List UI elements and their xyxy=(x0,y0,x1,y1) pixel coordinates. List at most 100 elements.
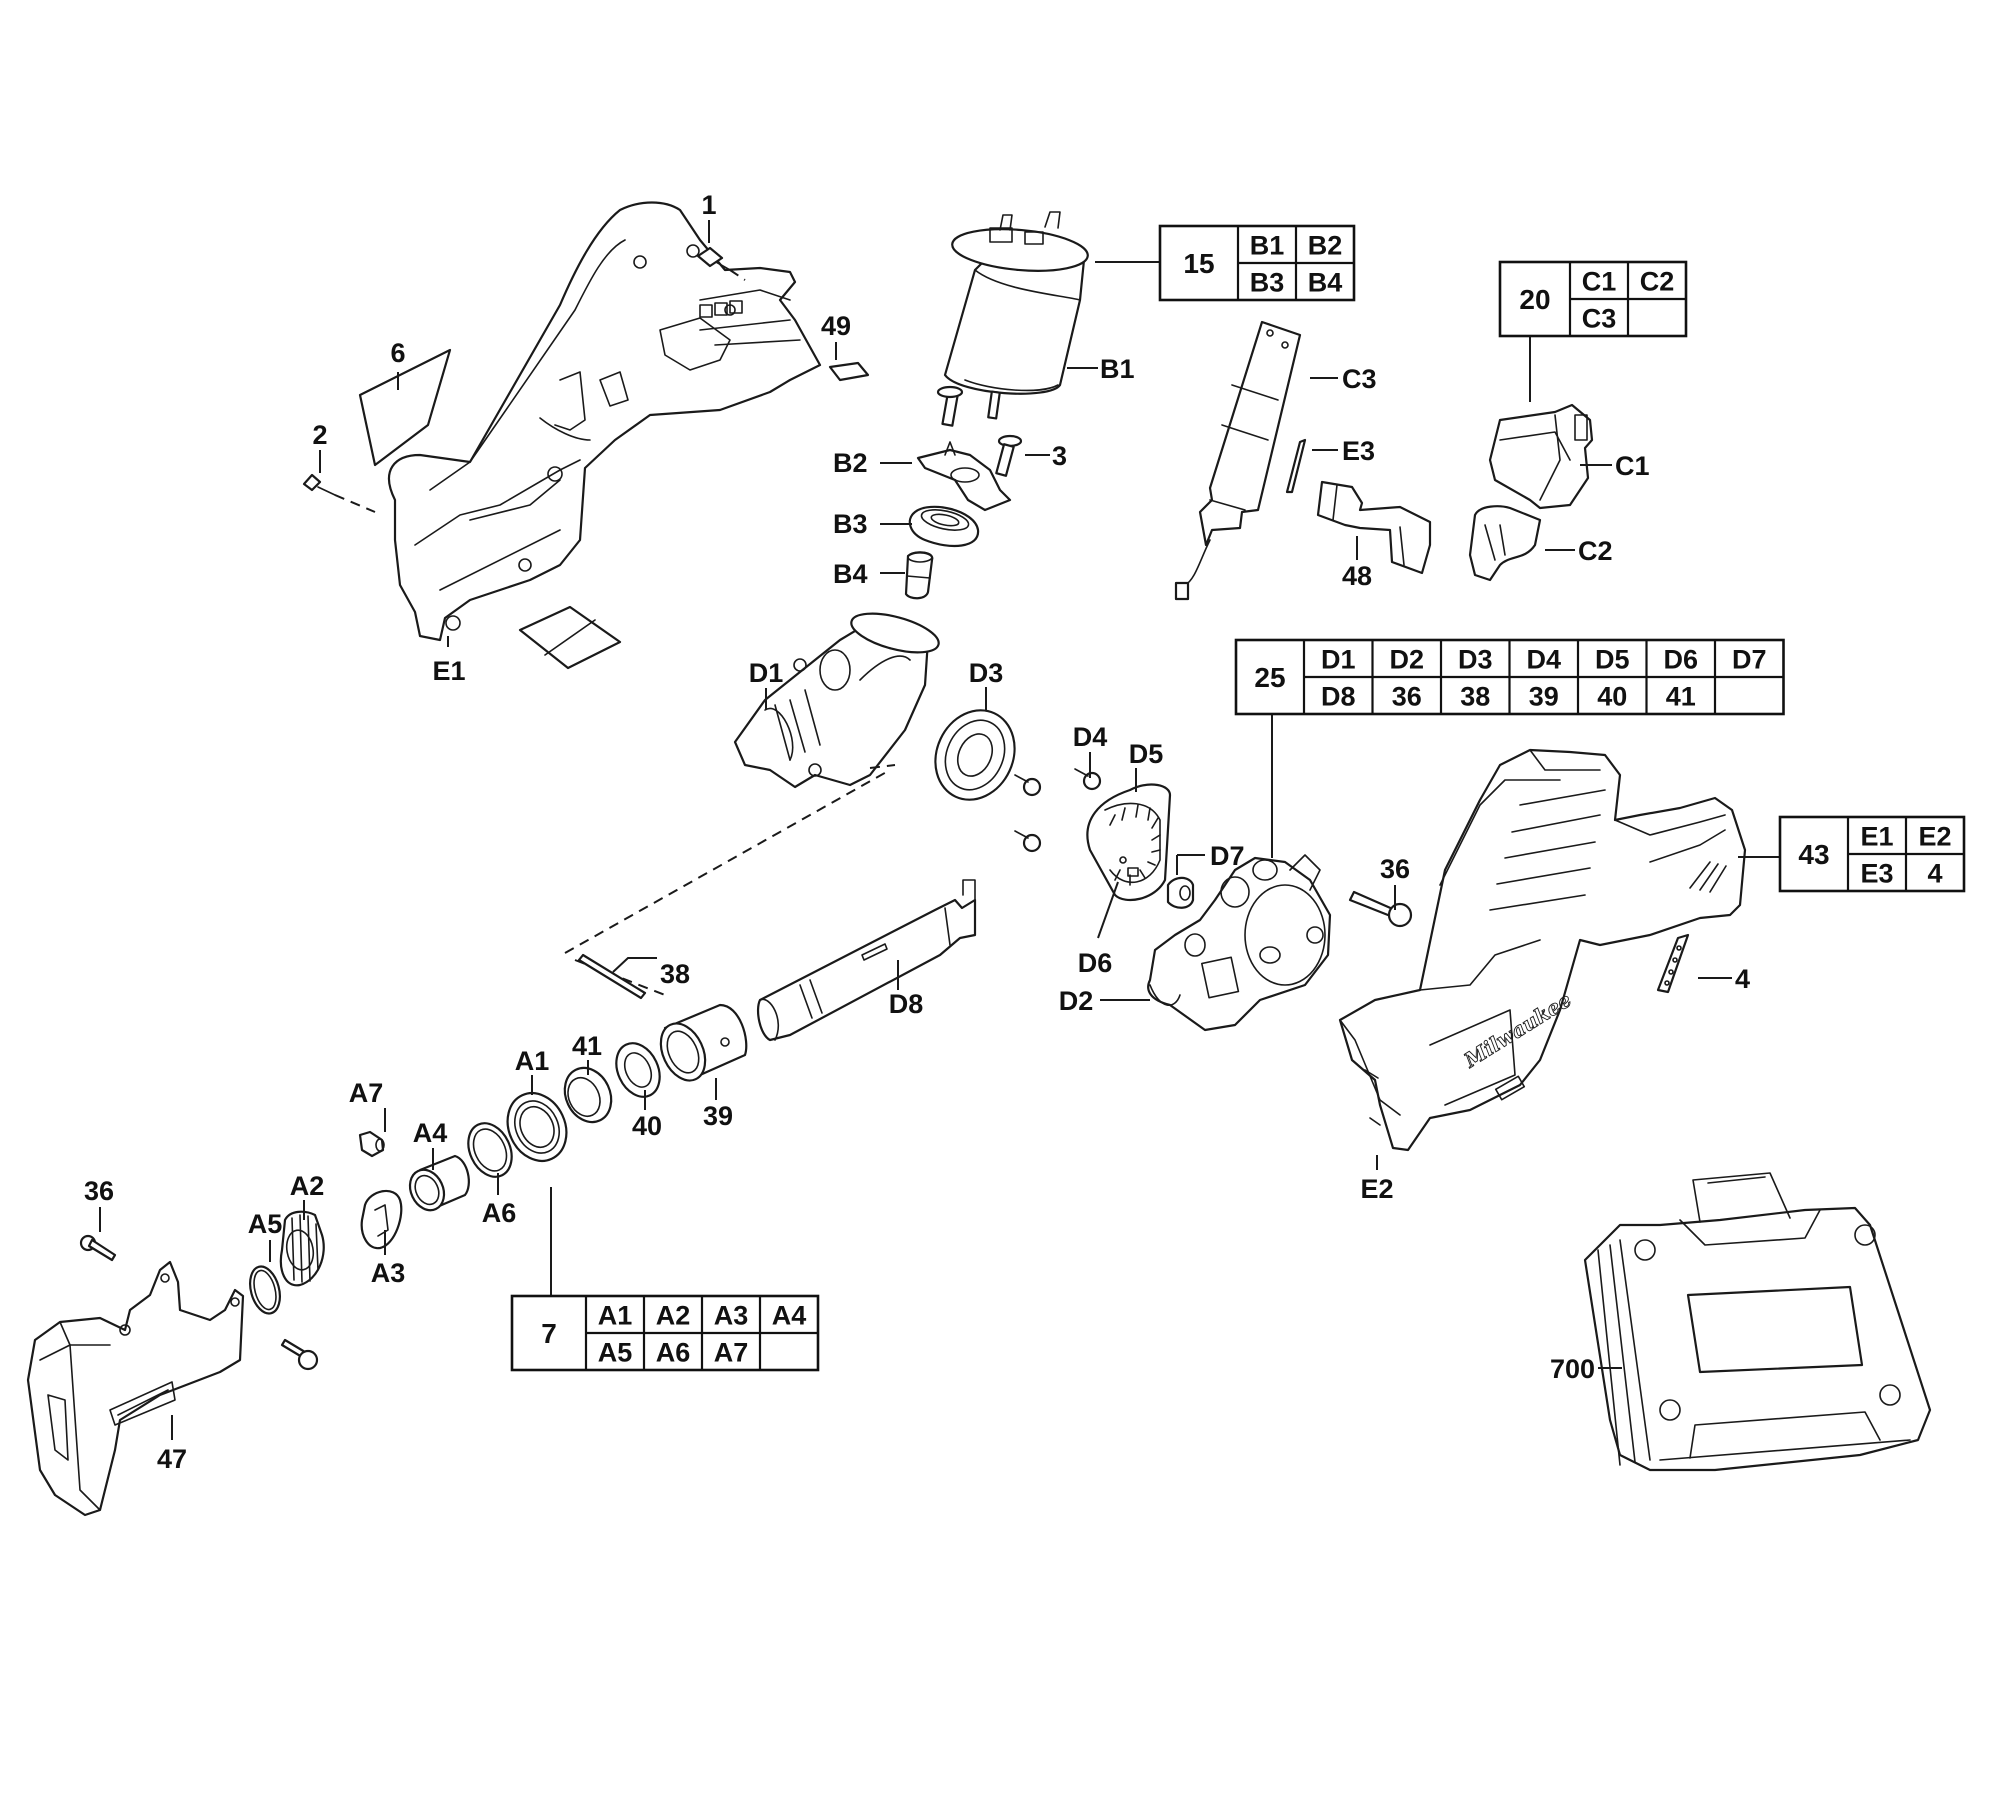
screw-36-left xyxy=(79,1234,117,1262)
alignment-dash-line xyxy=(564,769,891,954)
callout-4: 4 xyxy=(1735,964,1750,994)
assembly-part-cell: E2 xyxy=(1918,822,1951,852)
callout-A1: A1 xyxy=(515,1046,550,1076)
assembly-number: 43 xyxy=(1798,839,1829,870)
callout-38: 38 xyxy=(660,959,690,989)
assembly-part-cell: B4 xyxy=(1308,268,1343,298)
callout-A7: A7 xyxy=(349,1078,384,1108)
plunger-d8 xyxy=(756,879,977,1042)
assembly-part-cell: 38 xyxy=(1460,682,1490,712)
callout-E2: E2 xyxy=(1360,1174,1393,1204)
sleeve-39 xyxy=(659,1003,748,1082)
assembly-part-cell: 36 xyxy=(1392,682,1422,712)
callout-D6: D6 xyxy=(1078,948,1113,978)
callout-D4: D4 xyxy=(1073,722,1108,752)
assembly-number: 7 xyxy=(541,1318,557,1349)
motor-b1 xyxy=(936,211,1089,427)
screw-shoe xyxy=(280,1338,319,1371)
gear-housing-d1 xyxy=(733,612,940,789)
callout-D7: D7 xyxy=(1210,841,1245,871)
assembly-number: 20 xyxy=(1519,284,1550,315)
callout-A3: A3 xyxy=(371,1258,406,1288)
assembly-part-cell: D8 xyxy=(1321,682,1356,712)
assembly-part-cell: D7 xyxy=(1732,645,1767,675)
assembly-part-cell: 39 xyxy=(1529,682,1559,712)
shoe-47 xyxy=(26,1260,245,1517)
o-ring-a5 xyxy=(249,1265,281,1315)
blade-clamp-a2 xyxy=(279,1210,325,1287)
assembly-part-cell: D4 xyxy=(1526,645,1561,675)
assembly-part-cell: D5 xyxy=(1595,645,1630,675)
seal-41 xyxy=(563,1066,613,1124)
bearing-d3 xyxy=(934,709,1016,801)
callout-A4: A4 xyxy=(413,1118,448,1148)
leader-lines xyxy=(99,220,1780,1440)
callout-700: 700 xyxy=(1550,1354,1595,1384)
carry-case-700 xyxy=(1583,1172,1932,1472)
label-plate-6 xyxy=(358,348,452,467)
callout-A2: A2 xyxy=(290,1171,325,1201)
callout-C3: C3 xyxy=(1342,364,1377,394)
assembly-part-cell: A7 xyxy=(714,1338,749,1368)
callout-B1: B1 xyxy=(1100,354,1135,384)
assembly-number: 15 xyxy=(1183,248,1214,279)
trigger-c2 xyxy=(1468,505,1542,582)
callout-47: 47 xyxy=(157,1444,187,1474)
callout-D8: D8 xyxy=(889,989,924,1019)
assembly-part-cell: A6 xyxy=(656,1338,691,1368)
control-board-c3 xyxy=(1174,320,1302,601)
callout-36-left: 36 xyxy=(84,1176,114,1206)
screw-2 xyxy=(302,473,376,513)
spring-a6 xyxy=(467,1122,513,1178)
assembly-part-cell: B3 xyxy=(1250,268,1285,298)
callout-6: 6 xyxy=(390,338,405,368)
gear-housing-d2 xyxy=(1147,854,1332,1032)
assembly-part-cell: B1 xyxy=(1250,231,1285,261)
callout-D5: D5 xyxy=(1129,739,1164,769)
callout-B2: B2 xyxy=(833,448,868,478)
switch-c1 xyxy=(1488,403,1594,510)
bevel-gear-d5 xyxy=(1086,783,1172,902)
washer-40 xyxy=(615,1042,661,1098)
callout-C2: C2 xyxy=(1578,536,1613,566)
callout-E3: E3 xyxy=(1342,436,1375,466)
cam-a3 xyxy=(360,1189,403,1250)
callout-A6: A6 xyxy=(482,1198,517,1228)
housing-half-e1 xyxy=(388,201,822,642)
assembly-part-cell: A3 xyxy=(714,1301,749,1331)
callout-2: 2 xyxy=(312,420,327,450)
callout-49: 49 xyxy=(821,311,851,341)
assembly-part-cell: D1 xyxy=(1321,645,1356,675)
assembly-part-cell: E1 xyxy=(1860,822,1893,852)
callout-41: 41 xyxy=(572,1031,602,1061)
callout-E1: E1 xyxy=(432,656,465,686)
callout-1: 1 xyxy=(701,190,716,220)
screw-1 xyxy=(696,246,746,281)
assembly-part-cell: A5 xyxy=(598,1338,633,1368)
assembly-part-cell: C3 xyxy=(1582,304,1617,334)
assembly-part-cell: A2 xyxy=(656,1301,691,1331)
assembly-part-cell: E3 xyxy=(1860,859,1893,889)
sleeve-a4 xyxy=(408,1154,470,1212)
screw-d4-2 xyxy=(1014,830,1042,853)
strip-e3 xyxy=(1285,438,1307,494)
assembly-part-cell: B2 xyxy=(1308,231,1343,261)
screw-d4-1 xyxy=(1014,774,1042,797)
callout-B3: B3 xyxy=(833,509,868,539)
callout-39: 39 xyxy=(703,1101,733,1131)
callout-B4: B4 xyxy=(833,559,868,589)
assembly-part-cell: 40 xyxy=(1597,682,1627,712)
pinion-b4 xyxy=(904,551,934,600)
collar-a1 xyxy=(506,1092,568,1162)
pin-a7 xyxy=(358,1130,385,1158)
assembly-part-cell: A4 xyxy=(772,1301,807,1331)
assembly-part-cell: D6 xyxy=(1663,645,1698,675)
bushing-d7 xyxy=(1166,876,1195,909)
screw-3 xyxy=(995,434,1023,477)
